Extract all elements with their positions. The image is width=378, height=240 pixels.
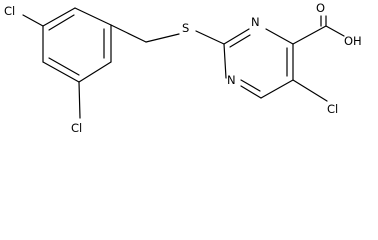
chlorine-label-ortho: Cl xyxy=(71,121,82,135)
dichlorophenyl-ring xyxy=(42,7,112,83)
chloro-bonds xyxy=(22,14,81,119)
carbonyl-oxygen-label: O xyxy=(316,1,325,15)
nitrogen-label-lower: N xyxy=(227,73,236,87)
carboxylic-acid-bonds xyxy=(292,15,345,45)
molecule-structure: Cl Cl S N N O OH Cl xyxy=(4,1,362,135)
pyrimidine-ring xyxy=(223,28,294,99)
pyrimidine-chloro-bond xyxy=(292,79,328,102)
sulfur-label: S xyxy=(182,21,189,35)
methylene-thioether-bonds xyxy=(110,24,225,45)
chlorine-label-pyrimidine: Cl xyxy=(327,102,338,116)
nitrogen-label-upper: N xyxy=(251,15,260,29)
chlorine-label-top: Cl xyxy=(4,4,15,18)
hydroxyl-label: OH xyxy=(344,34,362,48)
